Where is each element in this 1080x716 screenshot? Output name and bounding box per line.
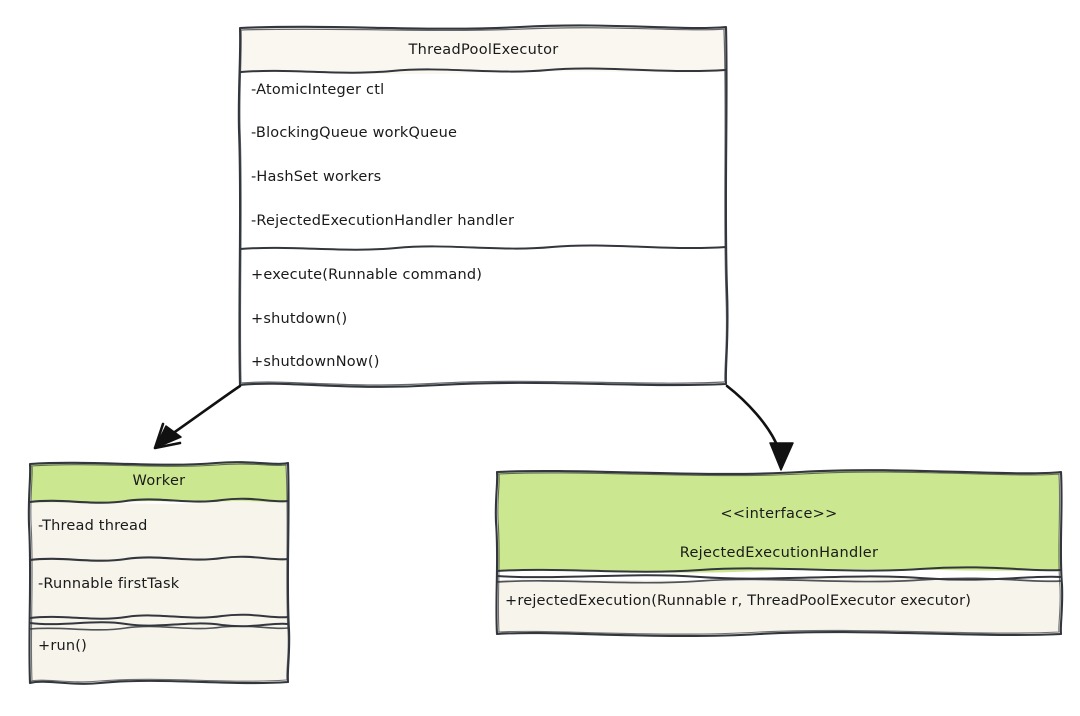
- relation-executor-to-handler: [725, 384, 794, 471]
- method-row: +shutdown(): [251, 311, 348, 327]
- attribute-row: -Thread thread: [38, 518, 148, 534]
- method-row: +execute(Runnable command): [251, 267, 483, 283]
- class-box-threadpoolexecutor[interactable]: ThreadPoolExecutor -AtomicInteger ctl -B…: [240, 27, 727, 385]
- class-box-worker[interactable]: Worker -Thread thread -Runnable firstTas…: [30, 463, 288, 683]
- attribute-row: -BlockingQueue workQueue: [251, 125, 458, 141]
- class-title-threadpoolexecutor: ThreadPoolExecutor: [408, 42, 559, 58]
- class-title-worker: Worker: [132, 473, 186, 489]
- arrowhead-worker: [153, 422, 182, 450]
- arrowhead-handler-fill: [769, 442, 794, 471]
- method-row: +shutdownNow(): [251, 354, 380, 370]
- method-row: +run(): [38, 638, 88, 654]
- relation-line-worker: [160, 384, 242, 443]
- stereotype-label: <<interface>>: [720, 505, 838, 522]
- attribute-row: -HashSet workers: [251, 169, 382, 185]
- class-title-rejectedexecutionhandler: <<interface>> RejectedExecutionHandler: [497, 485, 1061, 583]
- relation-executor-to-worker: [153, 384, 242, 450]
- attribute-row: -Runnable firstTask: [38, 576, 180, 592]
- relation-line-handler: [725, 384, 781, 452]
- attribute-row: -RejectedExecutionHandler handler: [251, 213, 515, 229]
- method-row: +rejectedExecution(Runnable r, ThreadPoo…: [505, 593, 972, 609]
- attribute-row: -AtomicInteger ctl: [251, 82, 385, 98]
- class-box-rejectedexecutionhandler[interactable]: <<interface>> RejectedExecutionHandler +…: [497, 472, 1061, 634]
- interface-name-label: RejectedExecutionHandler: [679, 544, 879, 561]
- arrowhead-worker-fill: [154, 425, 182, 449]
